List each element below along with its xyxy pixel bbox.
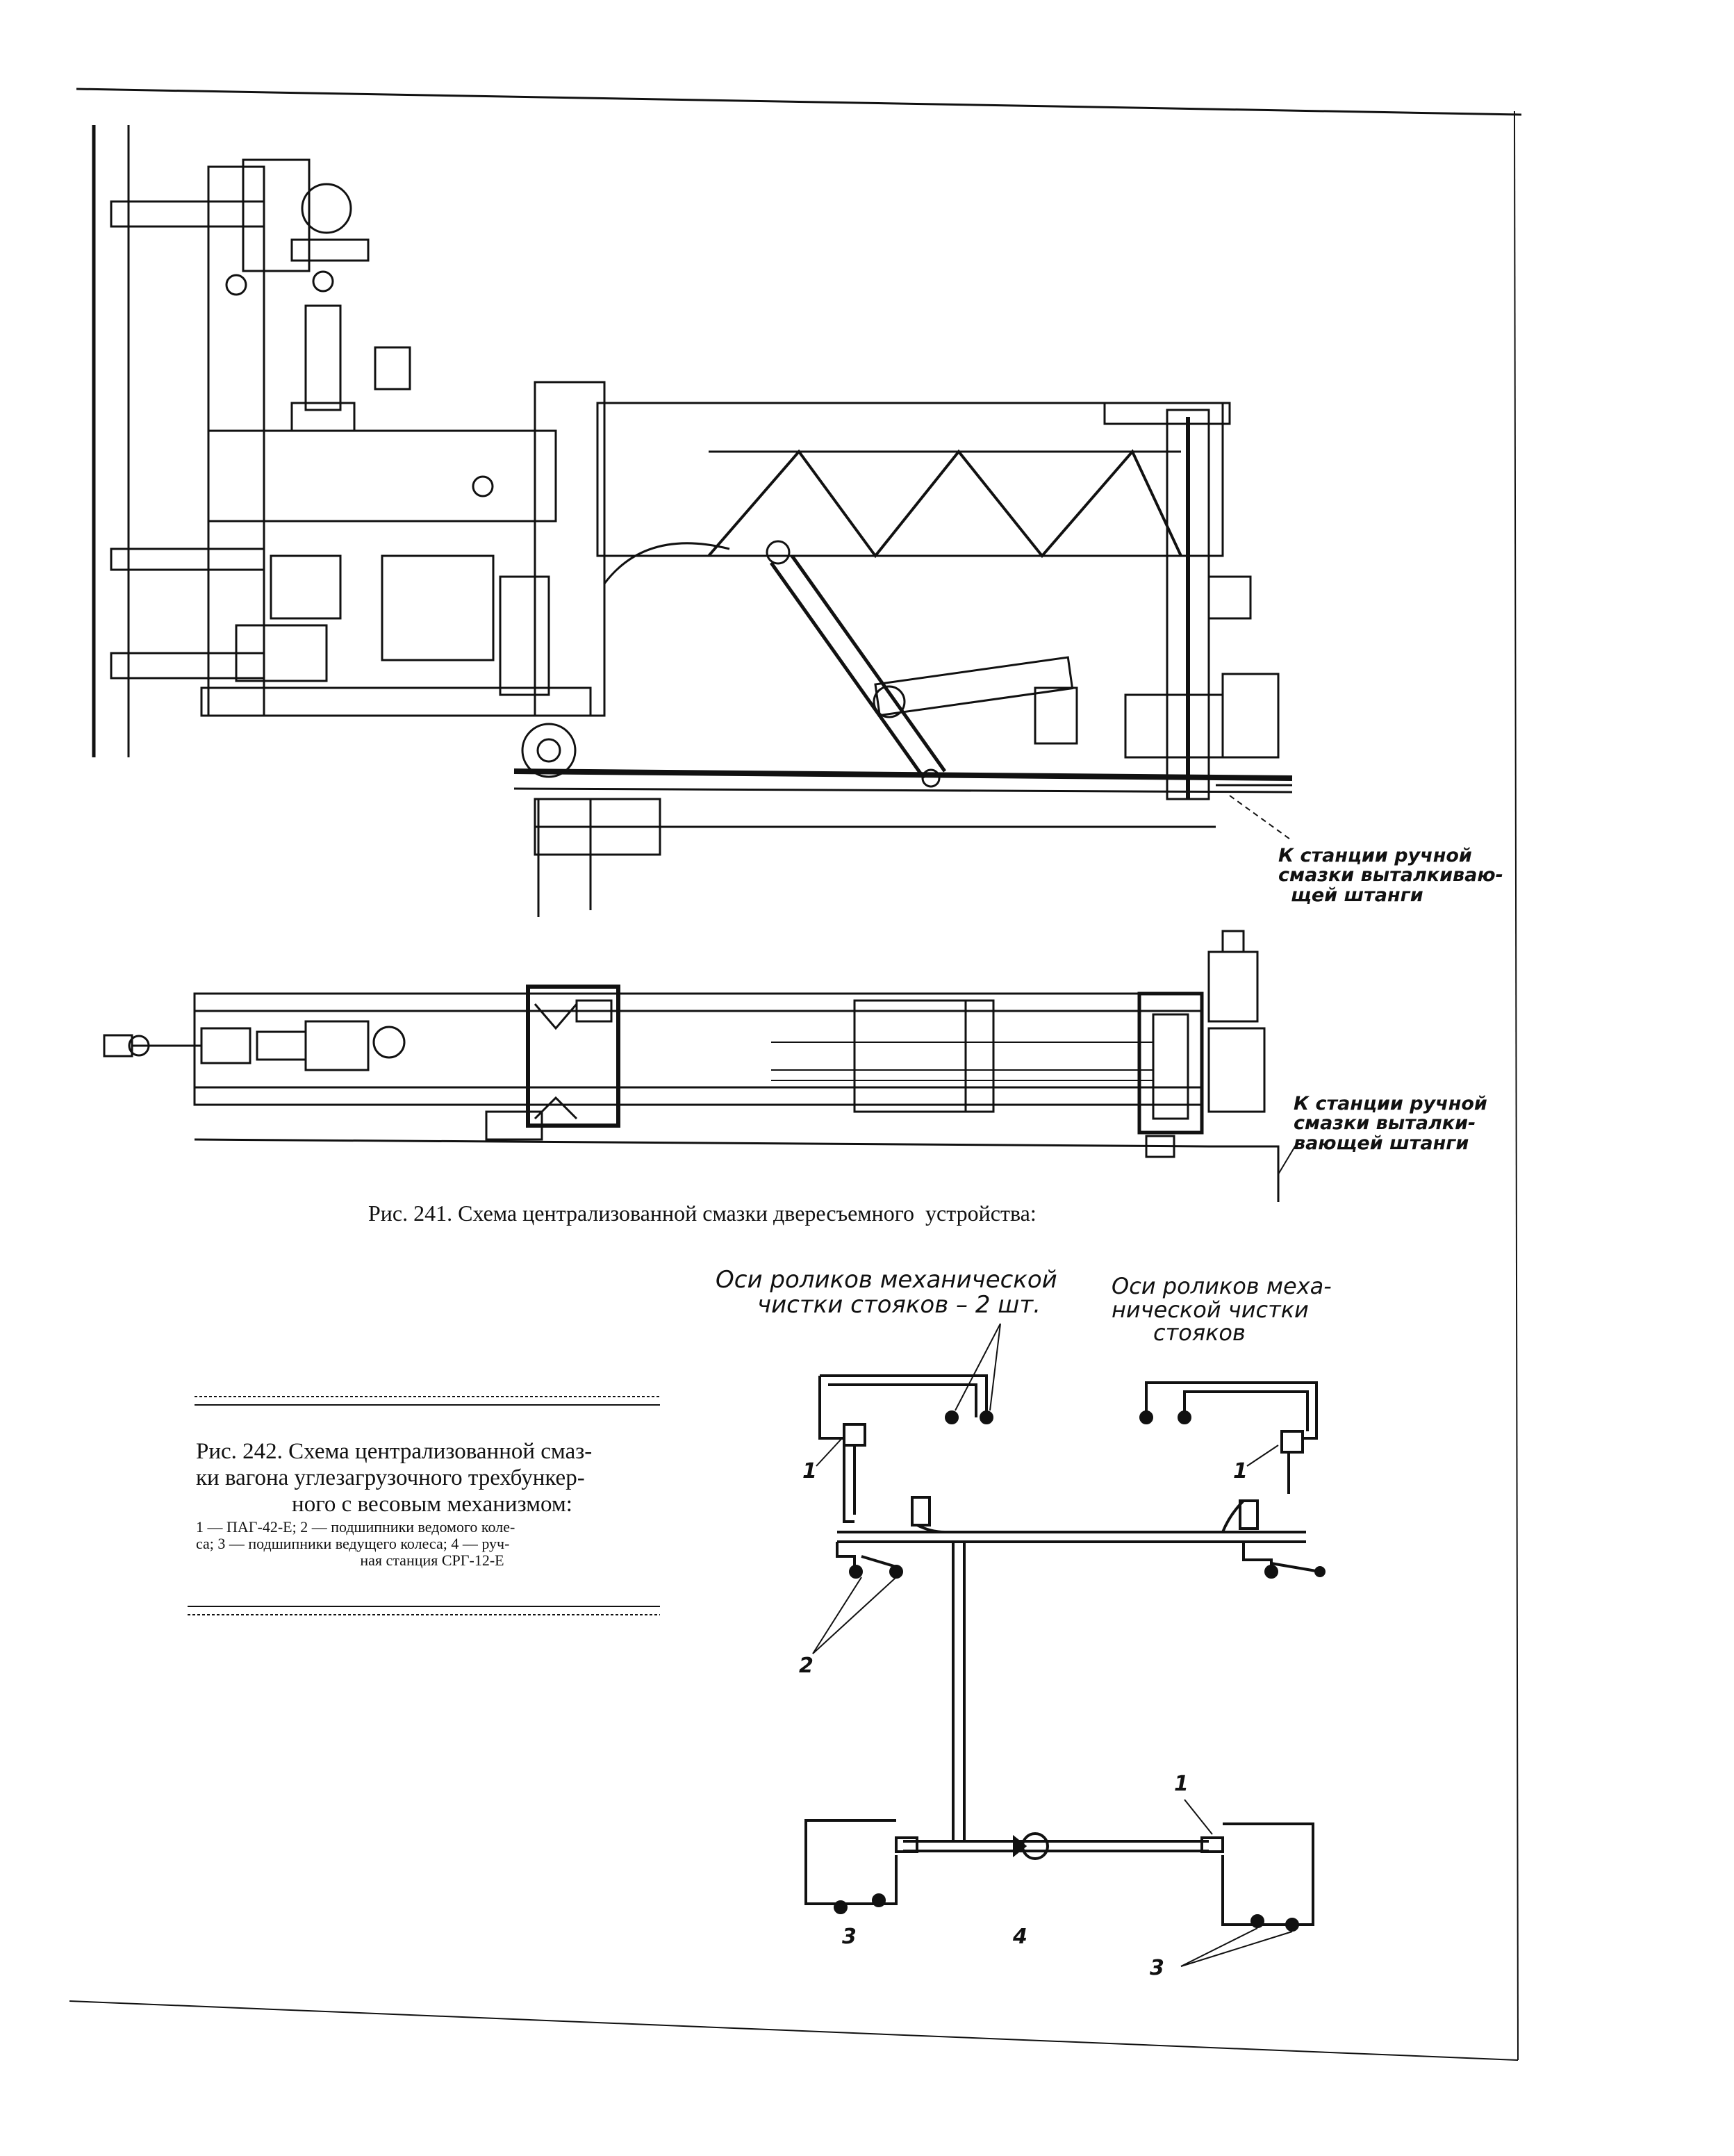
fig242-num-1-left: 1 (802, 1459, 817, 1483)
fig242-caption-line3: ного с весовым механизмом: (292, 1492, 572, 1517)
fig242-num-1-bottom: 1 (1174, 1772, 1189, 1796)
fig242-num-3-right: 3 (1150, 1956, 1164, 1980)
distributor-1-right (1280, 1430, 1304, 1454)
fig242-num-3-left: 3 (842, 1925, 857, 1949)
fig242-caption: Рис. 242. Схема централизованной смаз- к… (196, 1438, 668, 1517)
fig242-num-4: 4 (1013, 1925, 1027, 1949)
fig242-legend-line3: ная станция СРГ-12-Е (360, 1552, 504, 1569)
fig242-label-left-line1: Оси роликов механической (716, 1266, 1057, 1294)
fig241-note-bottom-line1: К станции ручной (1294, 1093, 1487, 1114)
fig241-note-bottom: К станции ручной смазки выталки- вающей … (1294, 1094, 1487, 1153)
fig242-num-1-right: 1 (1233, 1459, 1248, 1483)
fig242-legend-line1: 1 — ПАГ-42-Е; 2 — подшипники ведомого ко… (196, 1518, 515, 1536)
fig242-legend: 1 — ПАГ-42-Е; 2 — подшипники ведомого ко… (196, 1519, 668, 1569)
fig242-label-left-line2: чистки стояков – 2 шт. (757, 1290, 1041, 1319)
fig241-caption: Рис. 241. Схема централизованной смазки … (368, 1201, 1037, 1226)
fig241-note-bottom-line2: смазки выталки- (1294, 1112, 1476, 1135)
fig241-note-top-line1: К станции ручной (1278, 845, 1472, 866)
fig242-label-right: Оси роликов меха- нической чистки стояко… (1112, 1273, 1332, 1347)
distributor-1-left (843, 1423, 866, 1447)
fig241-note-top: К станции ручной смазки выталкиваю- щей … (1278, 846, 1503, 905)
fig241-note-bottom-line3: вающей штанги (1294, 1132, 1469, 1154)
fig242-num-2: 2 (799, 1654, 814, 1678)
fig242-label-right-line2: нической чистки (1112, 1296, 1309, 1323)
fig242-label-right-line1: Оси роликов меха- (1112, 1273, 1332, 1299)
fig241-note-top-line2: смазки выталкиваю- (1278, 864, 1503, 887)
fig242-label-right-line3: стояков (1153, 1319, 1246, 1347)
fig242-label-left: Оси роликов механической чистки стояков … (716, 1266, 1057, 1319)
fig242-caption-line1: Рис. 242. Схема централизованной смаз- (196, 1439, 593, 1464)
fig242-caption-line2: ки вагона углезагрузочного трехбункер- (196, 1465, 585, 1490)
fig241-note-top-line3: щей штанги (1291, 884, 1423, 906)
fig242-legend-line2: са; 3 — подшипники ведущего колеса; 4 — … (196, 1535, 510, 1552)
